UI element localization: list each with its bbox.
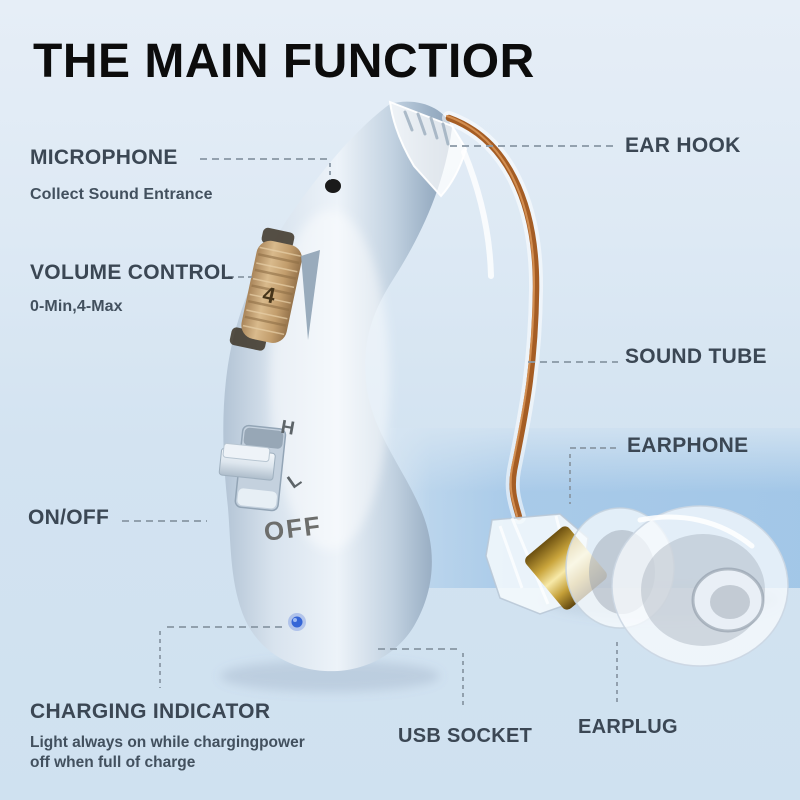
label-microphone: MICROPHONE <box>30 146 178 169</box>
label-volume-control: VOLUME CONTROL <box>30 261 234 284</box>
earphone-assembly <box>485 505 789 667</box>
sublabel-volume-control: 0-Min,4-Max <box>30 298 123 315</box>
microphone-hole <box>325 179 341 193</box>
body-highlight <box>270 210 390 550</box>
page-title: THE MAIN FUNCTIOR <box>33 35 535 88</box>
label-on-off: ON/OFF <box>28 506 110 529</box>
volume-wedge-indicator <box>301 250 320 340</box>
label-earplug: EARPLUG <box>578 716 678 738</box>
device-shadow <box>220 660 440 692</box>
label-ear-hook: EAR HOOK <box>625 134 741 157</box>
label-sound-tube: SOUND TUBE <box>625 345 767 368</box>
sublabel-charging-line1: Light always on while chargingpower <box>30 734 305 751</box>
volume-wheel: 4 <box>229 227 302 351</box>
ear-hook <box>388 100 494 279</box>
switch-label-h: H <box>279 417 296 440</box>
callout-lines <box>122 145 620 706</box>
label-charging-indicator: CHARGING INDICATOR <box>30 700 271 723</box>
sublabel-charging-line2: off when full of charge <box>30 754 196 771</box>
sound-tube <box>442 111 544 524</box>
label-earphone: EARPHONE <box>627 434 749 457</box>
label-usb-socket: USB SOCKET <box>398 725 533 747</box>
sublabel-microphone: Collect Sound Entrance <box>30 186 213 203</box>
charging-led <box>288 613 306 631</box>
switch-label-off: OFF <box>262 510 323 547</box>
hl-switch <box>218 424 287 512</box>
